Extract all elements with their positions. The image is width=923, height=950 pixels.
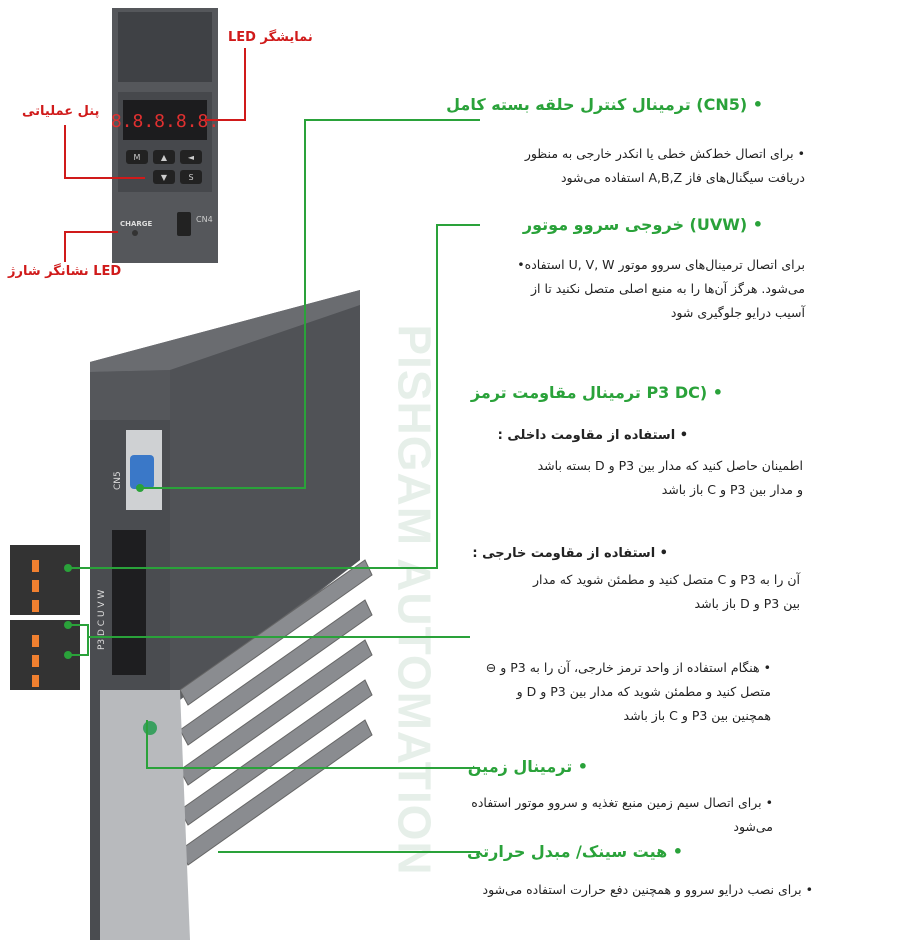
heatsink-title: • هیت سینک/ مبدل حرارتی [466,842,683,861]
cn5-description: • برای اتصال خط‌کش خطی یا انکدر خارجی به… [524,146,805,185]
svg-text:P3 D C U V W: P3 D C U V W [97,590,107,650]
uvw-plug [10,545,80,615]
operation-panel-label: پنل عملیاتی [22,104,100,119]
cn5-connector [130,455,154,489]
svg-text:8.8.8.8.8.: 8.8.8.8.8. [111,111,219,132]
usb-port-cn4 [177,212,191,236]
uvw-description: برای اتصال ترمینال‌های سروو موتور U, V, … [517,257,805,320]
m-button[interactable] [126,150,148,164]
svg-text:CN4: CN4 [196,215,213,224]
svg-text:◄: ◄ [188,153,195,162]
internal-resistor-title: • استفاده از مقاومت داخلی : [497,428,688,443]
up-button[interactable] [153,150,175,164]
svg-text:▲: ▲ [161,153,168,162]
brake-title: • (P3 DC ترمینال مقاومت ترمز [470,383,723,402]
charge-led [132,230,138,236]
drive-body: CN5 P3 D C U V W [10,290,373,940]
ground-description: • برای اتصال سیم زمین منبع تغذیه و سروو … [471,795,773,834]
brake-unit-description: • هنگام استفاده از واحد ترمز خارجی، آن ر… [485,660,771,723]
svg-text:S: S [188,173,193,182]
heatsink-description: • برای نصب درایو سروو و همچنین دفع حرارت… [482,882,813,897]
charge-led-label: LED نشانگر شارژ [8,264,122,279]
terminal-block [112,530,146,675]
ground-screw [143,721,157,735]
operation-panel-unit: 8.8.8.8.8. M ▲ ◄ ▼ S CHARGE CN4 [111,8,219,263]
s-button[interactable] [180,170,202,184]
svg-text:CN5: CN5 [113,471,123,490]
svg-text:CHARGE: CHARGE [120,220,153,228]
heatsink-base [100,690,190,940]
uvw-title: • (UVW) خروجی سروو موتور [522,215,763,234]
internal-resistor-description: اطمینان حاصل کنید که مدار بین P3 و D بست… [537,458,803,497]
external-resistor-title: • استفاده از مقاومت خارجی : [472,546,668,561]
external-resistor-description: آن را به P3 و C متصل کنید و مطمئن شوید ک… [532,572,800,611]
down-button[interactable] [153,170,175,184]
ground-title: • ترمینال زمین [467,757,588,776]
led-display-label: نمایشگر LED [228,30,313,45]
left-button[interactable] [180,150,202,164]
svg-text:M: M [134,153,141,162]
led-display [123,100,207,140]
red-callout-lines [64,48,246,262]
green-callout-lines [68,119,480,853]
svg-text:▼: ▼ [161,173,168,182]
cn5-title: • (CN5) ترمینال کنترل حلقه بسته کامل [446,95,763,114]
